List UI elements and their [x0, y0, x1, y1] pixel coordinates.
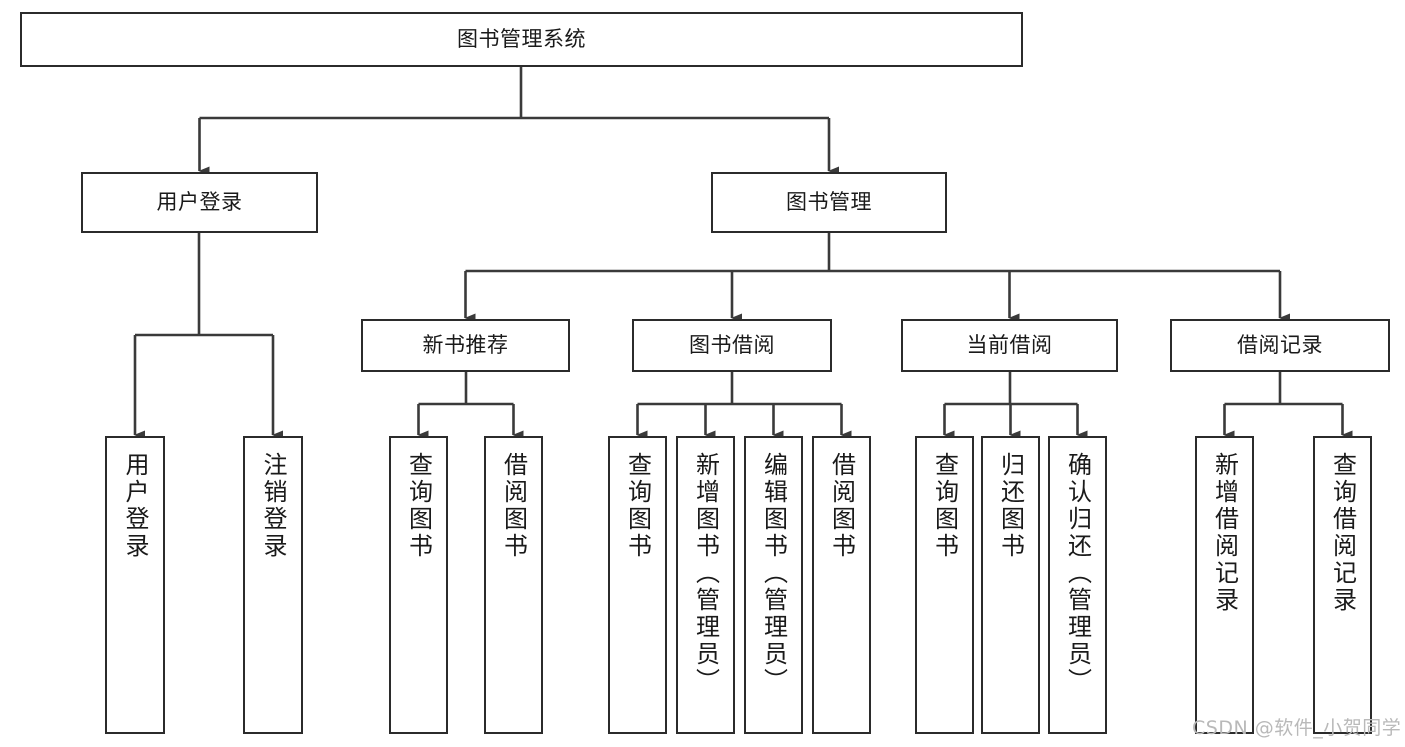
node-label-root: 图书管理系统 [457, 27, 586, 52]
node-label-bb-add-book: 新增图书（管理员） [691, 452, 720, 695]
node-label-nb-query-book: 查询图书 [404, 452, 433, 560]
node-label-book-borrow: 图书借阅 [689, 333, 775, 358]
node-bb-borrow-book[interactable]: 借阅图书 [812, 436, 871, 734]
node-cb-return-book[interactable]: 归还图书 [981, 436, 1040, 734]
node-label-user-logout-leaf: 注销登录 [259, 452, 287, 560]
node-label-cb-return-book: 归还图书 [996, 452, 1025, 560]
node-label-bb-query-book: 查询图书 [623, 452, 652, 560]
node-user-login-leaf[interactable]: 用户登录 [105, 436, 165, 734]
node-user-logout-leaf[interactable]: 注销登录 [243, 436, 303, 734]
node-current-borrow[interactable]: 当前借阅 [901, 319, 1118, 372]
node-label-br-query-record: 查询借阅记录 [1328, 452, 1357, 614]
node-label-current-borrow: 当前借阅 [966, 333, 1053, 358]
node-borrow-record[interactable]: 借阅记录 [1170, 319, 1390, 372]
node-br-add-record[interactable]: 新增借阅记录 [1195, 436, 1254, 734]
node-bb-add-book[interactable]: 新增图书（管理员） [676, 436, 735, 734]
node-label-bb-edit-book: 编辑图书（管理员） [759, 452, 788, 695]
node-label-book-management: 图书管理 [786, 190, 872, 215]
node-label-new-book-recommend: 新书推荐 [422, 333, 509, 358]
node-cb-query-book[interactable]: 查询图书 [915, 436, 974, 734]
node-book-management[interactable]: 图书管理 [711, 172, 947, 233]
node-cb-confirm-return[interactable]: 确认归还（管理员） [1048, 436, 1107, 734]
node-label-borrow-record: 借阅记录 [1237, 333, 1323, 358]
node-nb-query-book[interactable]: 查询图书 [389, 436, 448, 734]
watermark-text: CSDN @软件_小贺同学 [1192, 717, 1402, 739]
node-root[interactable]: 图书管理系统 [20, 12, 1023, 67]
node-label-cb-confirm-return: 确认归还（管理员） [1063, 452, 1092, 695]
node-nb-borrow-book[interactable]: 借阅图书 [484, 436, 543, 734]
node-label-bb-borrow-book: 借阅图书 [827, 452, 856, 560]
node-new-book-recommend[interactable]: 新书推荐 [361, 319, 570, 372]
node-label-user-login: 用户登录 [156, 190, 243, 215]
connector-lines [133, 67, 1353, 440]
node-label-user-login-leaf: 用户登录 [121, 452, 149, 560]
node-label-nb-borrow-book: 借阅图书 [499, 452, 528, 560]
node-user-login[interactable]: 用户登录 [81, 172, 318, 233]
node-bb-edit-book[interactable]: 编辑图书（管理员） [744, 436, 803, 734]
node-bb-query-book[interactable]: 查询图书 [608, 436, 667, 734]
node-br-query-record[interactable]: 查询借阅记录 [1313, 436, 1372, 734]
node-label-cb-query-book: 查询图书 [930, 452, 959, 560]
node-book-borrow[interactable]: 图书借阅 [632, 319, 832, 372]
node-label-br-add-record: 新增借阅记录 [1210, 452, 1239, 614]
